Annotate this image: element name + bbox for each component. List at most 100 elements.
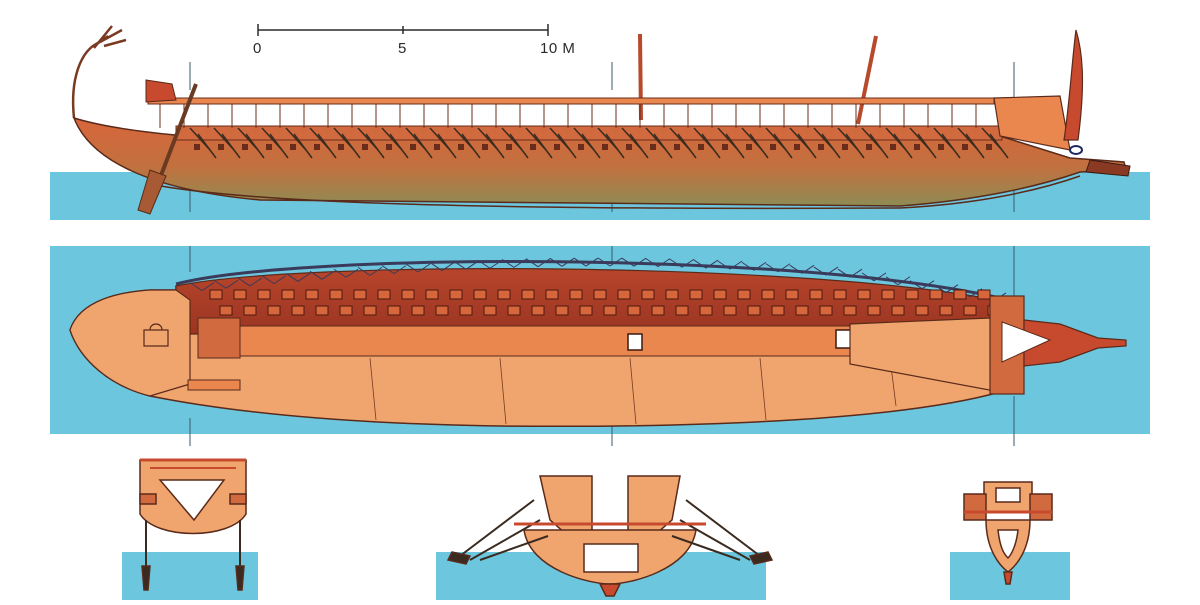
truss-strut xyxy=(297,272,311,282)
truss-strut xyxy=(873,272,887,282)
rower-seat xyxy=(219,305,233,316)
truss-strut xyxy=(729,260,743,270)
truss-strut xyxy=(861,272,875,282)
truss-strut xyxy=(789,264,803,274)
truss-strut xyxy=(345,268,359,278)
oar xyxy=(317,133,337,159)
stern-deck-bulge xyxy=(69,289,191,397)
canopy-posts xyxy=(159,104,977,128)
oarport xyxy=(722,144,728,150)
truss-strut xyxy=(837,268,851,278)
rower-seat xyxy=(953,289,967,300)
oar xyxy=(365,133,385,159)
oarport xyxy=(458,144,464,150)
rower-seat xyxy=(483,305,497,316)
rower-seat xyxy=(579,305,593,316)
rower-seat xyxy=(329,289,343,300)
truss-strut xyxy=(609,257,623,267)
oar xyxy=(413,133,433,159)
oarport xyxy=(554,144,560,150)
rower-seat xyxy=(929,289,943,300)
truss-strut xyxy=(897,276,911,286)
oar xyxy=(557,133,577,159)
oar xyxy=(605,133,625,159)
truss-strut xyxy=(429,262,443,271)
truss-strut xyxy=(201,282,215,292)
oarport xyxy=(506,144,512,150)
plan-view xyxy=(69,257,1127,428)
oar xyxy=(701,133,721,159)
oar xyxy=(917,133,937,159)
rower-seat xyxy=(905,289,919,300)
rower-seat xyxy=(387,305,401,316)
truss-strut xyxy=(681,258,695,268)
oarport xyxy=(698,144,704,150)
oarport xyxy=(818,144,824,150)
rower-seat xyxy=(449,289,463,300)
truss-strut xyxy=(465,260,479,270)
oarport xyxy=(362,144,368,150)
truss-strut xyxy=(753,261,767,271)
rower-seat xyxy=(699,305,713,316)
rower-seat xyxy=(641,289,655,300)
truss-strut xyxy=(489,259,503,269)
truss-strut xyxy=(357,266,371,276)
truss-strut xyxy=(381,265,395,275)
oarport xyxy=(962,144,968,150)
rower-seat xyxy=(939,305,953,316)
truss-strut xyxy=(561,257,575,267)
oar-banks xyxy=(189,127,1009,159)
bow-ram-plan xyxy=(1023,319,1127,367)
truss-strut xyxy=(453,260,467,270)
oarport xyxy=(410,144,416,150)
rower-seat xyxy=(353,289,367,300)
truss-strut xyxy=(333,268,347,278)
oarport xyxy=(290,144,296,150)
rower-seat xyxy=(459,305,473,316)
truss-strut xyxy=(657,258,671,268)
rower-seat xyxy=(435,305,449,316)
oar xyxy=(245,133,265,159)
oarport xyxy=(314,144,320,150)
rower-seat xyxy=(977,289,991,300)
oar xyxy=(437,133,457,159)
oarport xyxy=(434,144,440,150)
truss-strut xyxy=(693,259,707,269)
truss-strut xyxy=(477,259,491,269)
oar xyxy=(509,133,529,159)
truss-strut xyxy=(525,258,539,268)
oar xyxy=(821,133,841,159)
rower-seat xyxy=(761,289,775,300)
rower-seat xyxy=(843,305,857,316)
truss-strut xyxy=(777,263,791,273)
oarport xyxy=(338,144,344,150)
truss-strut xyxy=(273,275,287,285)
truss-strut xyxy=(369,266,383,276)
stern-ornament xyxy=(71,25,127,119)
truss-strut xyxy=(249,277,263,287)
oar xyxy=(893,133,913,159)
oarport xyxy=(938,144,944,150)
bow-eye xyxy=(1069,145,1083,155)
oar xyxy=(629,133,649,159)
oar xyxy=(269,133,289,159)
truss-strut xyxy=(633,257,647,267)
oar xyxy=(581,133,601,159)
rower-seat xyxy=(507,305,521,316)
truss-strut xyxy=(237,277,251,287)
rower-seat xyxy=(243,305,257,316)
oar xyxy=(965,133,985,159)
rower-seat xyxy=(747,305,761,316)
oarport xyxy=(746,144,752,150)
truss-strut xyxy=(585,257,599,267)
rower-seat xyxy=(809,289,823,300)
steering-blade xyxy=(137,169,167,215)
oarport xyxy=(218,144,224,150)
oarport xyxy=(890,144,896,150)
rower-seat xyxy=(737,289,751,300)
truss-strut xyxy=(945,284,959,294)
oarport xyxy=(866,144,872,150)
mast-main xyxy=(638,33,643,121)
truss-strut xyxy=(441,262,455,271)
